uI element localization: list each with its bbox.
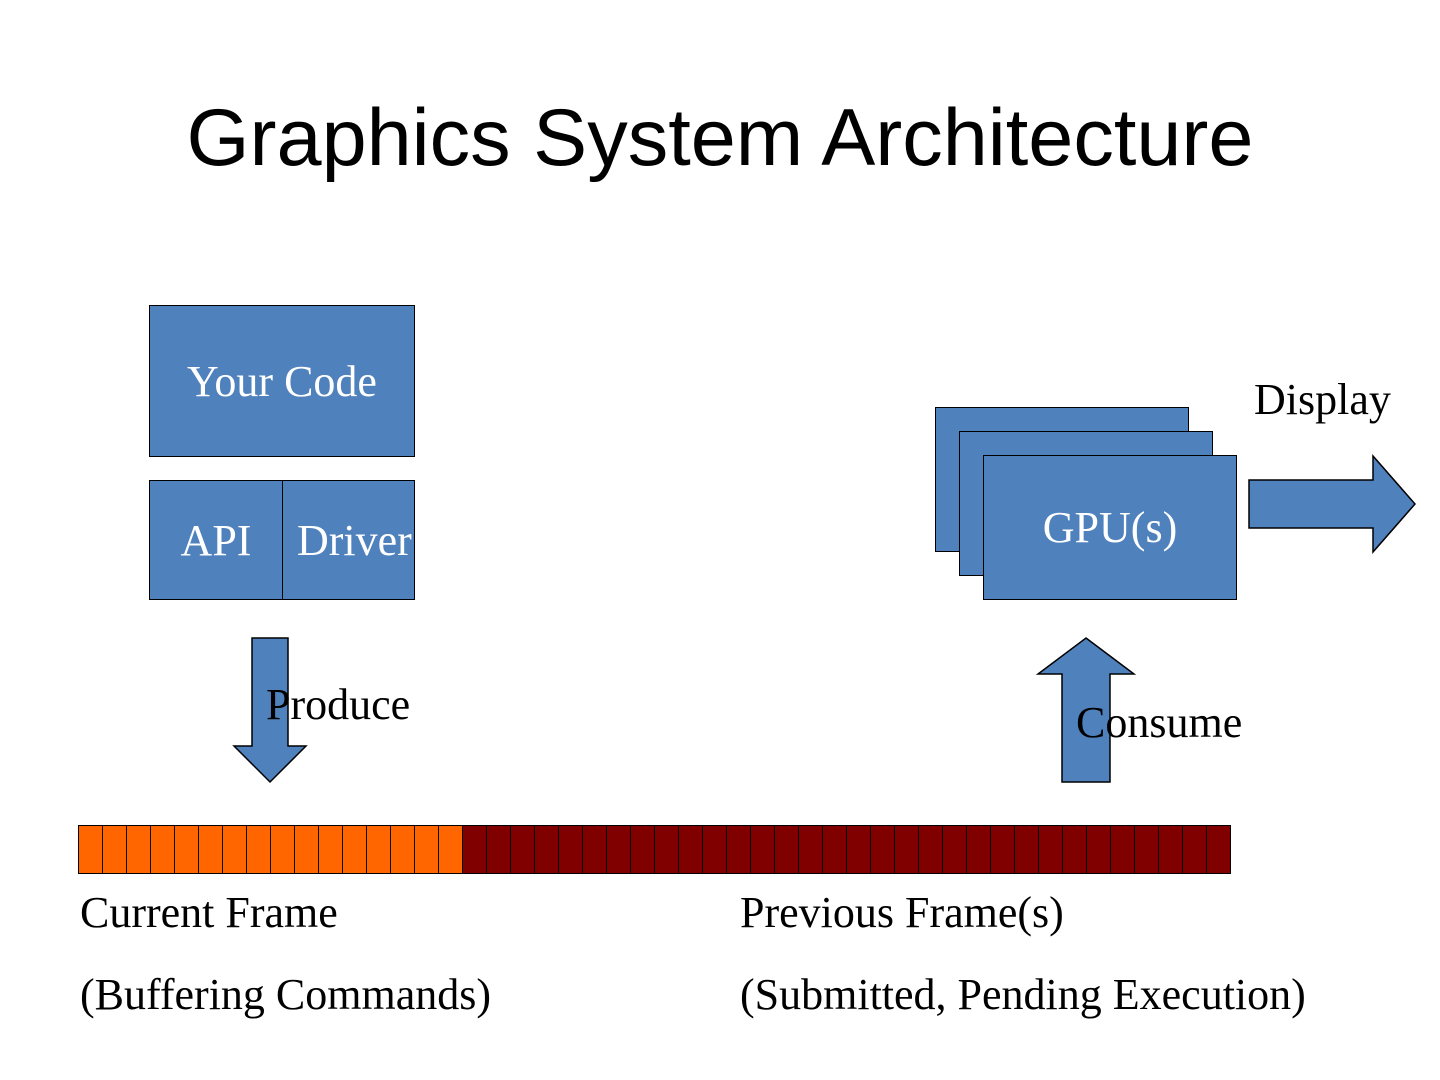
previous-frame-cell xyxy=(487,825,511,874)
previous-frame-cell xyxy=(1135,825,1159,874)
previous-frame-cell xyxy=(631,825,655,874)
previous-frame-cell xyxy=(871,825,895,874)
previous-frame-cell xyxy=(511,825,535,874)
previous-frame-cell xyxy=(679,825,703,874)
previous-frame-cell xyxy=(1063,825,1087,874)
previous-frame-cell xyxy=(583,825,607,874)
previous-frame-cell xyxy=(1087,825,1111,874)
current-frame-cell xyxy=(343,825,367,874)
current-frame-cell xyxy=(151,825,175,874)
current-frame-cell xyxy=(439,825,463,874)
gpu-box-front: GPU(s) xyxy=(983,455,1237,600)
previous-frame-cell xyxy=(991,825,1015,874)
previous-frame-cell xyxy=(1159,825,1183,874)
your-code-box: Your Code xyxy=(149,305,415,457)
current-frame-cell xyxy=(391,825,415,874)
previous-frame-cell xyxy=(967,825,991,874)
current-frame-cell xyxy=(223,825,247,874)
current-frame-cell xyxy=(367,825,391,874)
driver-box: Driver xyxy=(282,480,415,600)
current-frame-cell xyxy=(247,825,271,874)
previous-frame-cell xyxy=(655,825,679,874)
previous-frame-cell xyxy=(1039,825,1063,874)
previous-frame-cell xyxy=(895,825,919,874)
current-frame-cell xyxy=(175,825,199,874)
previous-frame-cell xyxy=(823,825,847,874)
current-frame-cell xyxy=(127,825,151,874)
previous-frame-cell xyxy=(799,825,823,874)
previous-frames-subcaption: (Submitted, Pending Execution) xyxy=(740,970,1306,1019)
consume-arrow xyxy=(1035,637,1137,783)
produce-arrow xyxy=(232,637,308,784)
previous-frame-cell xyxy=(607,825,631,874)
previous-frame-cell xyxy=(775,825,799,874)
page-title: Graphics System Architecture xyxy=(186,93,1254,183)
current-frame-cell xyxy=(415,825,439,874)
current-frame-cell xyxy=(103,825,127,874)
previous-frame-cell xyxy=(535,825,559,874)
produce-label: Produce xyxy=(266,680,411,729)
previous-frame-cell xyxy=(727,825,751,874)
previous-frame-cell xyxy=(943,825,967,874)
command-buffer xyxy=(78,825,1231,874)
previous-frame-cell xyxy=(1111,825,1135,874)
previous-frame-cell xyxy=(751,825,775,874)
current-frame-cell xyxy=(199,825,223,874)
current-frame-cell xyxy=(295,825,319,874)
current-frame-cell xyxy=(319,825,343,874)
consume-label: Consume xyxy=(1076,698,1243,747)
previous-frame-cell xyxy=(1207,825,1231,874)
previous-frame-cell xyxy=(919,825,943,874)
previous-frame-cell xyxy=(1015,825,1039,874)
display-arrow xyxy=(1248,454,1416,554)
previous-frames-caption: Previous Frame(s) xyxy=(740,888,1064,937)
display-label: Display xyxy=(1254,375,1391,424)
previous-frame-cell xyxy=(559,825,583,874)
previous-frame-cell xyxy=(847,825,871,874)
previous-frame-cell xyxy=(463,825,487,874)
current-frame-subcaption: (Buffering Commands) xyxy=(80,970,492,1019)
current-frame-cell xyxy=(79,825,103,874)
previous-frame-cell xyxy=(1183,825,1207,874)
previous-frame-cell xyxy=(703,825,727,874)
current-frame-caption: Current Frame xyxy=(80,888,338,937)
current-frame-cell xyxy=(271,825,295,874)
